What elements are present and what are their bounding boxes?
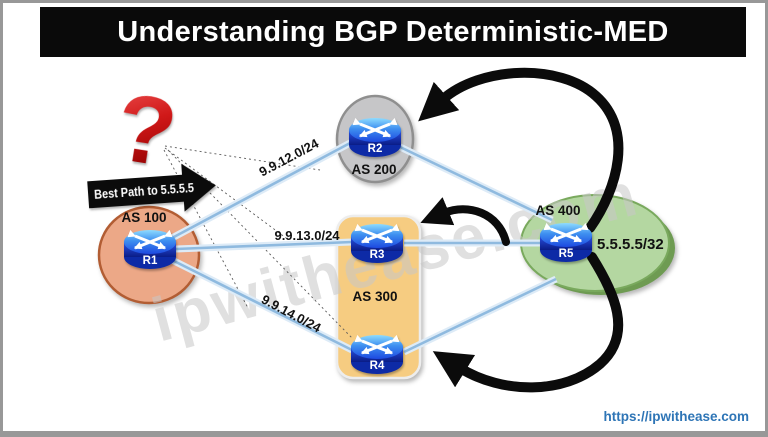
router-r4-label: R4	[370, 360, 385, 372]
best-path-arrow-shape	[87, 163, 216, 212]
as300-label: AS 300	[352, 289, 397, 304]
question-mark: ?	[109, 73, 184, 188]
router-r5: R5	[540, 223, 592, 262]
router-r1: R1	[124, 230, 176, 269]
link-r1-r3-subnet-label: 9.9.13.0/24	[274, 228, 340, 243]
router-r4: R4	[351, 335, 403, 374]
as100-label: AS 100	[121, 210, 166, 225]
as200-label: AS 200	[351, 162, 396, 177]
link-r1-r3	[175, 238, 353, 253]
page-title: Understanding BGP Deterministic-MED	[117, 15, 669, 48]
best-path-label: Best Path to 5.5.5.5	[94, 180, 195, 202]
advertised-prefix-label: 5.5.5.5/32	[597, 236, 664, 253]
router-r3: R3	[351, 224, 403, 263]
link-r1-r2	[170, 138, 354, 242]
as400-label: AS 400	[535, 203, 580, 218]
title-bar: Understanding BGP Deterministic-MED	[40, 7, 746, 57]
footer-link[interactable]: https://ipwithease.com	[603, 409, 749, 424]
router-r2-label: R2	[368, 143, 383, 155]
bgp-topology-diagram: ipwithease.com	[87, 67, 675, 393]
router-r2: R2	[349, 118, 401, 157]
router-r5-label: R5	[559, 248, 574, 260]
link-r2-as400	[396, 142, 554, 224]
router-r3-label: R3	[370, 249, 385, 261]
link-r1-r4	[168, 255, 354, 354]
link-r4-as400	[402, 275, 558, 356]
curved-arrow-as400-to-r3	[420, 197, 510, 246]
router-r1-label: R1	[143, 255, 158, 267]
curved-arrow-as400-to-r2	[418, 67, 624, 233]
best-path-arrow: Best Path to 5.5.5.5	[87, 163, 216, 212]
curved-arrow-as400-to-r4	[432, 252, 624, 393]
